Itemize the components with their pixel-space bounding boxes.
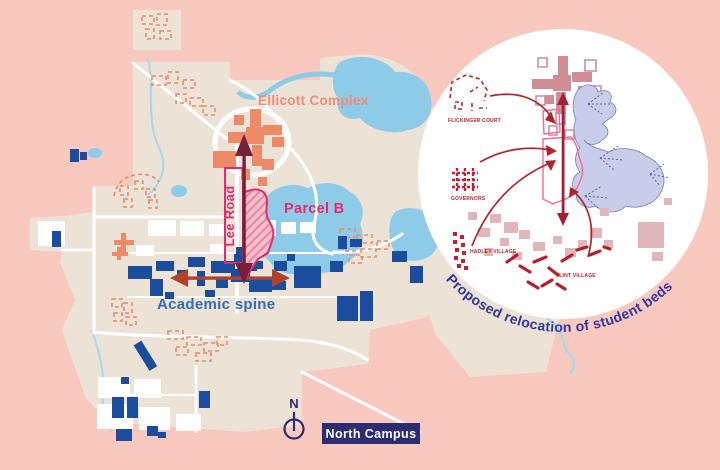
hadley-village-dots	[453, 232, 468, 270]
parcel-b-area	[242, 188, 275, 280]
relocation-arrows	[471, 93, 593, 258]
flickinger-court-label: FLICKINGER COURT	[448, 118, 501, 124]
academic-spine-label: Academic spine	[157, 296, 275, 313]
white-buildings	[38, 220, 316, 431]
coral-dashed-dorms	[111, 13, 390, 362]
inset-campus-footprints	[468, 198, 672, 261]
inset-parcel-outlines	[542, 108, 584, 205]
view-arrows	[584, 91, 671, 209]
flint-village-label: FLINT VILLAGE	[556, 273, 596, 279]
compass-north-label: N	[289, 396, 298, 411]
lee-road-label: Lee Road	[222, 186, 237, 247]
north-campus-badge	[322, 423, 420, 444]
governors-outline	[452, 168, 478, 192]
governors-label: GOVERNORS	[451, 196, 486, 202]
ellicott-complex-label: Ellicott Complex	[258, 93, 369, 108]
parcel-b-label: Parcel B	[284, 201, 344, 217]
compass-icon	[283, 412, 305, 440]
inset-lake	[572, 84, 665, 213]
inset-content: FLICKINGER COURT GOVERNORS HADLEY VILLAG…	[448, 56, 672, 291]
blue-buildings	[52, 149, 423, 441]
academic-spine-arrow	[170, 269, 290, 287]
flint-village-dashes	[505, 245, 612, 291]
lee-road-arrow	[235, 134, 253, 284]
flickinger-court-outline	[449, 74, 488, 111]
relocation-arrowheads	[545, 111, 579, 198]
inset-relocation-arrow	[557, 92, 569, 226]
ellicott-complex-buildings	[112, 109, 284, 260]
hadley-village-label: HADLEY VILLAGE	[470, 249, 517, 255]
north-campus-badge-label: North Campus	[326, 427, 417, 441]
